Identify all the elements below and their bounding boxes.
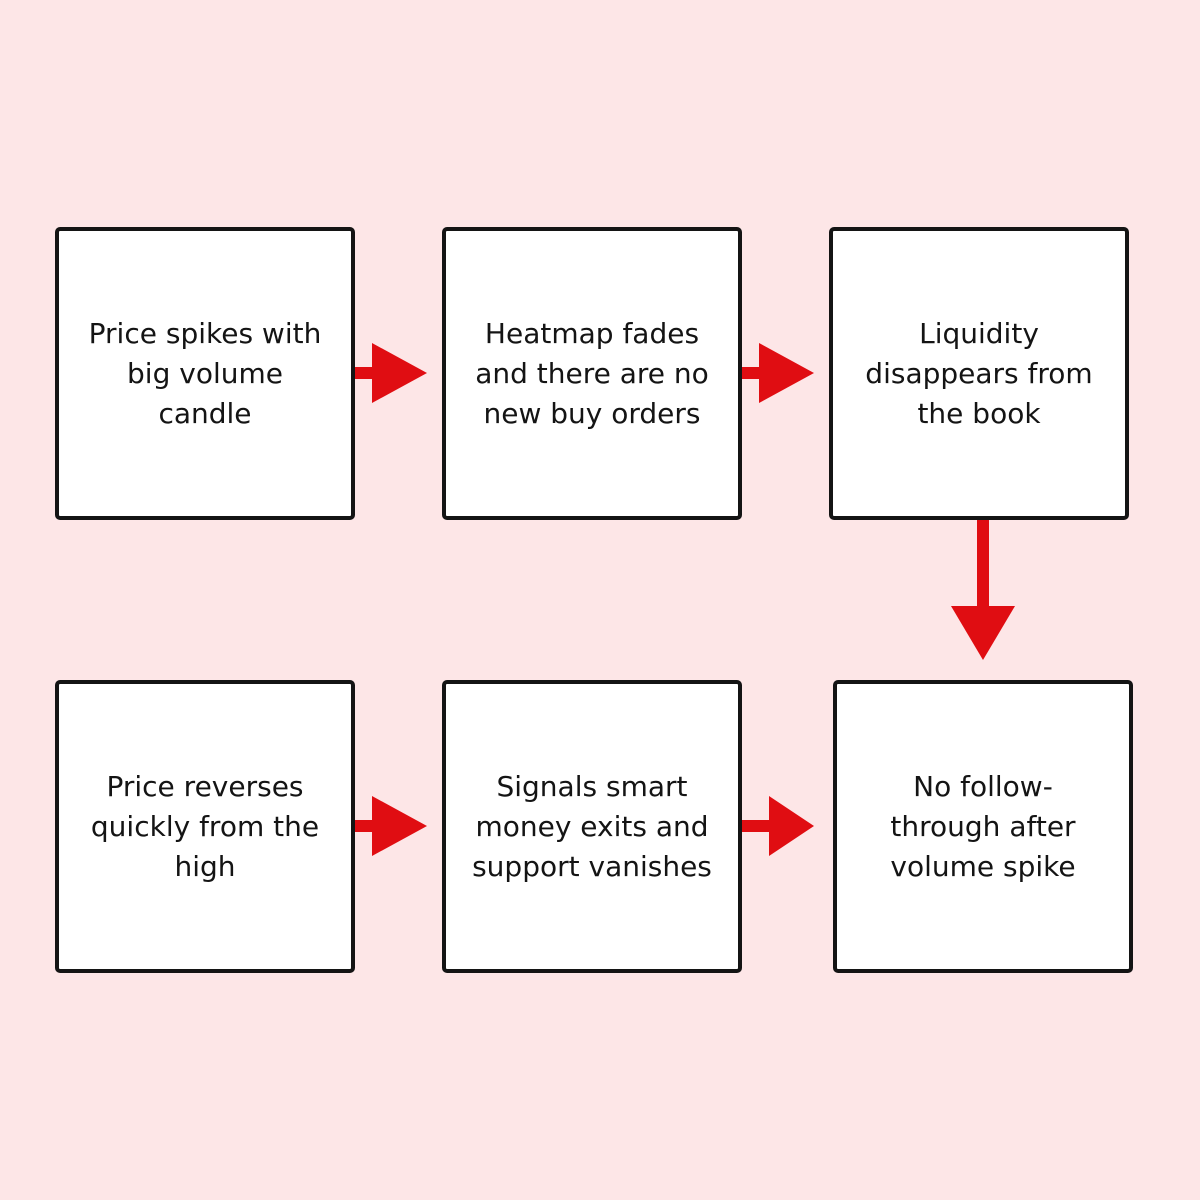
step-box-heatmap-fades: Heatmap fades and there are no new buy o… <box>442 227 742 520</box>
step-label: No follow-through after volume spike <box>890 769 1076 883</box>
step-label: Price spikes with big volume candle <box>88 316 322 430</box>
arrow-right-icon <box>742 796 814 856</box>
arrow-right-icon <box>742 343 814 403</box>
step-label: Liquidity disappears from the book <box>865 316 1093 430</box>
step-box-no-follow-through: No follow-through after volume spike <box>833 680 1133 973</box>
arrow-shaft <box>742 367 762 379</box>
arrow-head <box>759 343 814 403</box>
arrow-head <box>372 343 427 403</box>
arrow-shaft <box>355 820 375 832</box>
step-box-price-reverses: Price reverses quickly from the high <box>55 680 355 973</box>
arrow-shaft <box>977 520 989 610</box>
step-label: Signals smart money exits and support va… <box>472 769 712 883</box>
step-box-price-spikes: Price spikes with big volume candle <box>55 227 355 520</box>
step-box-liquidity-disappears: Liquidity disappears from the book <box>829 227 1129 520</box>
arrow-head <box>372 796 427 856</box>
arrow-down-icon <box>951 520 1015 660</box>
arrow-head <box>951 606 1015 660</box>
step-label: Heatmap fades and there are no new buy o… <box>475 316 709 430</box>
step-box-smart-money-exits: Signals smart money exits and support va… <box>442 680 742 973</box>
step-label: Price reverses quickly from the high <box>90 769 320 883</box>
arrow-right-icon <box>355 343 427 403</box>
arrow-head <box>769 796 814 856</box>
arrow-right-icon <box>355 796 427 856</box>
arrow-shaft <box>355 367 375 379</box>
arrow-shaft <box>742 820 772 832</box>
